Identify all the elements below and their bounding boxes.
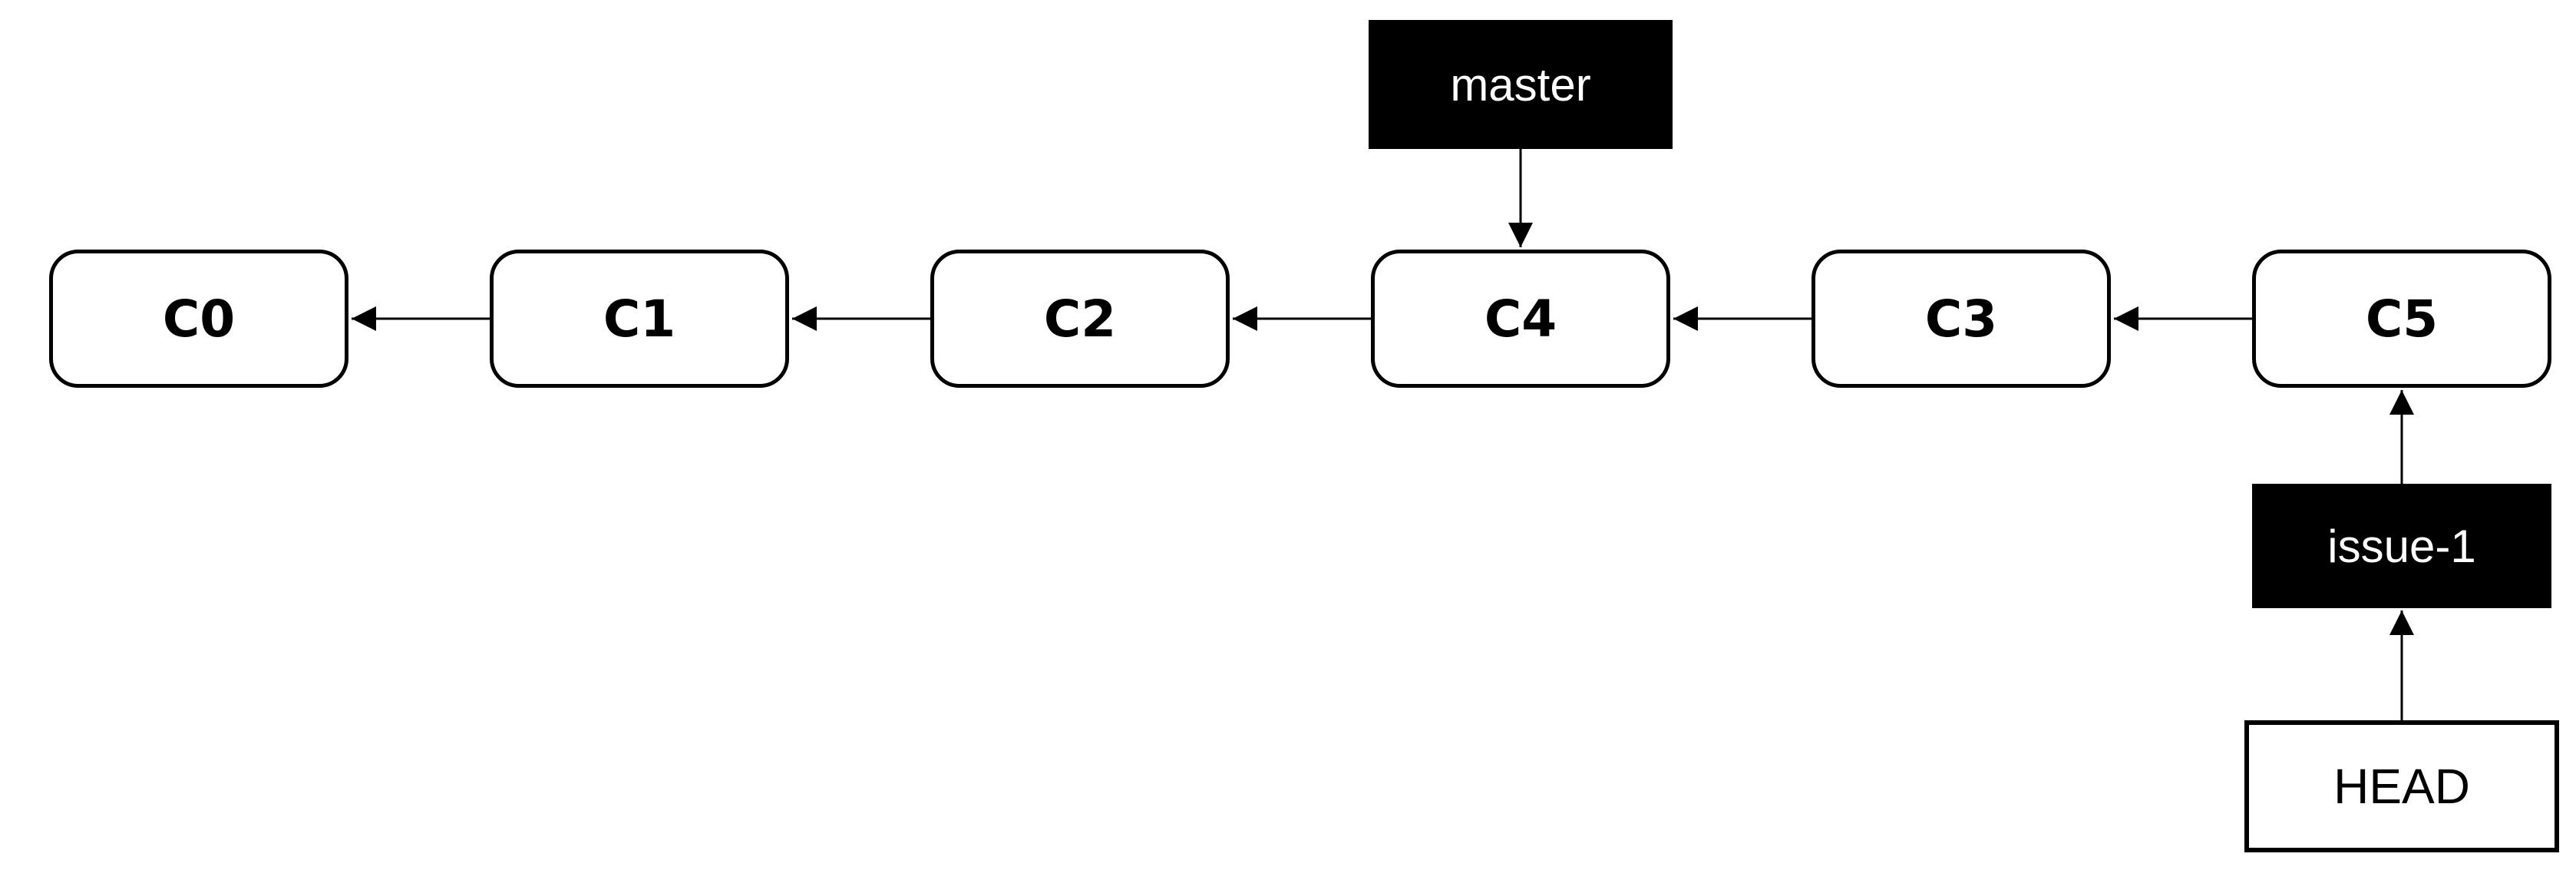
commit-label: C0 bbox=[162, 289, 236, 349]
commit-label: C4 bbox=[1484, 289, 1557, 349]
commit-label: C5 bbox=[2365, 289, 2439, 349]
commit-node-c0: C0 bbox=[49, 250, 348, 388]
commit-node-c5: C5 bbox=[2252, 250, 2551, 388]
branch-tag-issue-1: issue-1 bbox=[2252, 484, 2551, 608]
commit-node-c2: C2 bbox=[930, 250, 1230, 388]
commit-node-c1: C1 bbox=[490, 250, 789, 388]
commit-label: C3 bbox=[1924, 289, 1998, 349]
commit-label: C2 bbox=[1043, 289, 1117, 349]
branch-tag-label: issue-1 bbox=[2327, 520, 2476, 572]
commit-label: C1 bbox=[603, 289, 676, 349]
commit-node-c3: C3 bbox=[1811, 250, 2111, 388]
head-tag: HEAD bbox=[2244, 720, 2559, 852]
branch-tag-master: master bbox=[1369, 20, 1673, 149]
commit-node-c4: C4 bbox=[1371, 250, 1670, 388]
branch-tag-label: master bbox=[1450, 58, 1591, 111]
head-tag-label: HEAD bbox=[2333, 759, 2470, 814]
